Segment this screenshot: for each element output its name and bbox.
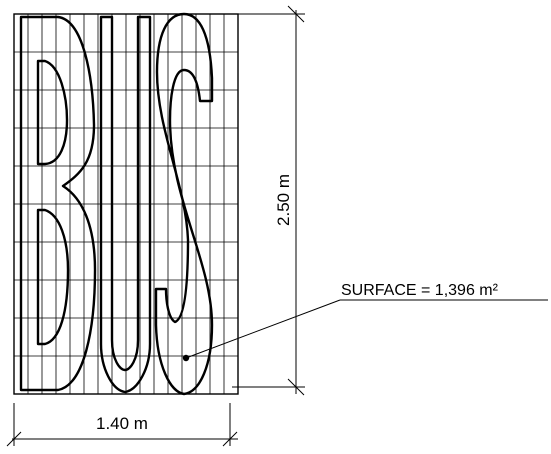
height-label: 2.50 m [274, 174, 293, 226]
width-dimension [6, 403, 238, 447]
letter-b-upper-counter [36, 59, 69, 166]
marking-frame [13, 13, 239, 395]
height-dimension [232, 5, 305, 396]
height-tick-top [287, 5, 305, 23]
bus-letters [19, 12, 214, 396]
width-label: 1.40 m [96, 414, 148, 433]
letter-u-outline [99, 15, 152, 394]
letter-b-lower-counter [36, 208, 70, 346]
surface-label: SURFACE = 1,396 m² [341, 282, 499, 299]
height-tick-bottom [287, 378, 305, 396]
width-tick-left [6, 431, 22, 447]
letter-s-outline [154, 12, 214, 396]
width-tick-right [222, 431, 238, 447]
letter-b-outline [19, 15, 97, 392]
surface-leader-line [185, 299, 341, 359]
grid-lines [14, 14, 238, 394]
